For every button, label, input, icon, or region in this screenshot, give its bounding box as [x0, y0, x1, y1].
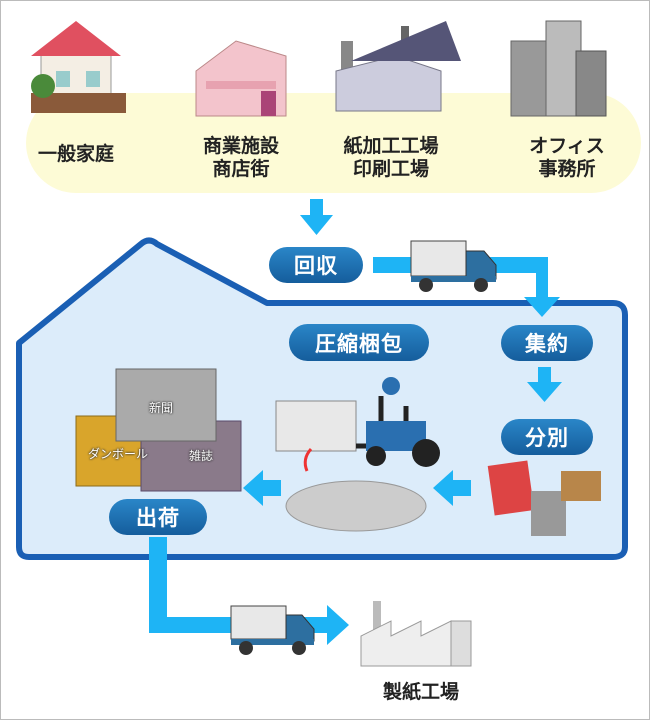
source-label: オフィス [529, 135, 605, 157]
factory-icon [335, 21, 461, 112]
paper-pile-icon [285, 480, 427, 532]
source-label: 商業施設 [202, 135, 280, 157]
source-label: 事務所 [538, 158, 596, 180]
bale-newspaper-label: 新聞 [148, 401, 174, 415]
source-label: 商店街 [212, 158, 270, 180]
source-label: 印刷工場 [352, 158, 430, 180]
step-ship: 出荷 [109, 499, 207, 535]
truck-icon-2 [230, 605, 315, 655]
house-icon [31, 21, 126, 113]
step-sort: 分別 [501, 419, 593, 455]
baling-machine-icon [275, 377, 440, 472]
sorted-paper-icon [487, 460, 601, 536]
truck-icon [410, 240, 497, 292]
destination-paper-mill: 製紙工場 [382, 681, 460, 703]
source-label: 一般家庭 [37, 143, 115, 165]
sources-band [26, 93, 641, 193]
step-collect: 回収 [269, 247, 363, 283]
step-consolidate: 集約 [501, 325, 593, 361]
bale-magazine-label: 雑誌 [188, 449, 214, 463]
bales-icon [75, 368, 242, 492]
source-label: 紙加工工場 [343, 135, 439, 157]
paper-mill-icon [360, 601, 472, 667]
source-households: 一般家庭 [38, 143, 114, 166]
source-commercial: 商業施設商店街 [203, 135, 279, 181]
bale-cardboard-label: ダンボール [87, 447, 149, 461]
step-compress-bale: 圧縮梱包 [289, 324, 429, 361]
office-building-icon [510, 20, 607, 117]
commercial-building-icon [195, 40, 287, 117]
source-offices: オフィス事務所 [529, 135, 605, 181]
source-factories: 紙加工工場印刷工場 [343, 135, 438, 181]
